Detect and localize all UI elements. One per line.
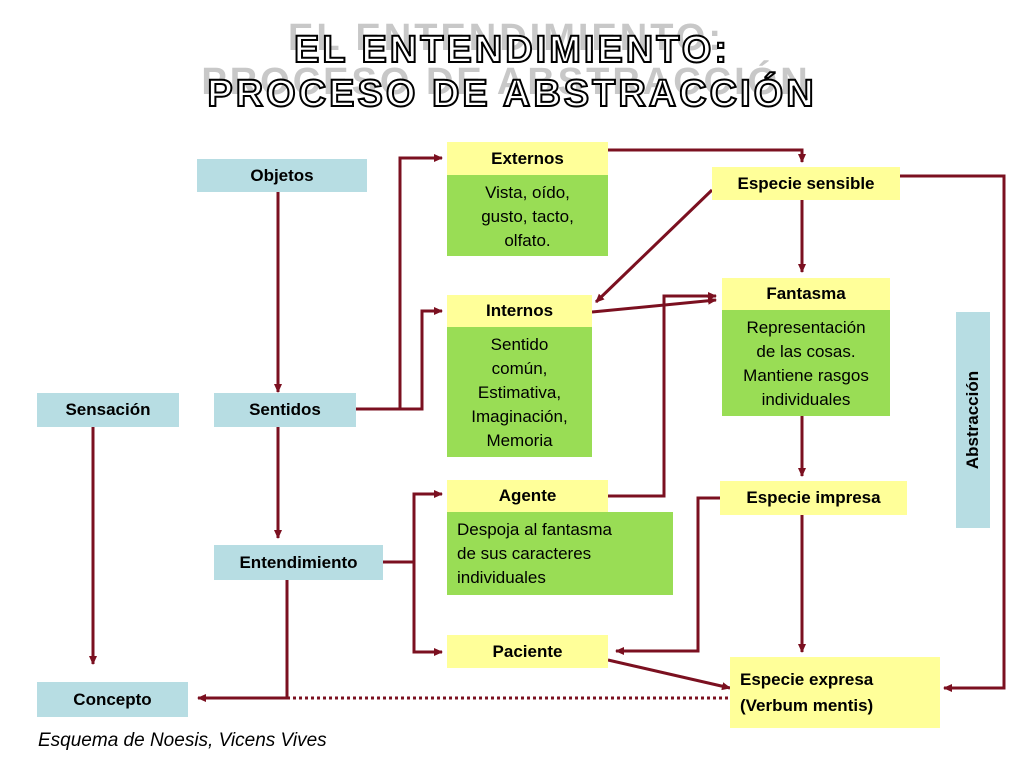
node-externos-description: Vista, oído, gusto, tacto, olfato. — [447, 175, 608, 256]
page-title: EL ENTENDIMIENTO: PROCESO DE ABSTRACCIÓN — [0, 28, 1024, 116]
node-especie-impresa-label: Especie impresa — [746, 488, 881, 507]
agente-desc-line-3: individuales — [457, 568, 546, 587]
node-sentidos-label: Sentidos — [249, 400, 321, 419]
internos-desc-line-4: Imaginación, — [471, 407, 568, 426]
fantasma-desc-line-3: Mantiene rasgos — [743, 366, 869, 385]
node-concepto: Concepto — [37, 682, 188, 717]
node-entendimiento: Entendimiento — [214, 545, 383, 580]
node-paciente-label: Paciente — [492, 641, 563, 661]
arrow-entendimiento-agente — [383, 490, 443, 564]
node-agente-label: Agente — [498, 486, 557, 505]
node-agente-description: Despoja al fantasma de sus caracteres in… — [447, 512, 673, 595]
internos-desc-line-5: Memoria — [486, 431, 553, 450]
fantasma-desc-line-2: de las cosas. — [756, 342, 856, 361]
externos-desc-line-3: olfato. — [504, 231, 551, 250]
node-externos: Externos — [447, 142, 608, 175]
internos-desc-line-1: Sentido — [490, 335, 549, 354]
node-internos-label: Internos — [485, 301, 554, 320]
node-internos: Internos — [447, 295, 592, 327]
node-abstraccion: Abstracción — [956, 312, 990, 528]
arrow-especie-impresa-paciente — [615, 496, 720, 655]
title-line-2: PROCESO DE ABSTRACCIÓN — [206, 72, 817, 116]
arrow-entendimiento-concepto — [197, 580, 289, 702]
node-objetos-label: Objetos — [250, 165, 314, 185]
source-caption: Esquema de Noesis, Vicens Vives — [38, 730, 327, 751]
node-fantasma: Fantasma — [722, 278, 890, 310]
internos-desc-line-2: común, — [491, 359, 548, 378]
internos-desc-line-3: Estimativa, — [477, 383, 562, 402]
arrow-sentidos-externos — [356, 154, 443, 411]
agente-desc-line-2: de sus caracteres — [457, 544, 592, 563]
node-internos-description: Sentido común, Estimativa, Imaginación, … — [447, 327, 592, 457]
node-entendimiento-label: Entendimiento — [239, 552, 358, 572]
fantasma-desc-line-4: individuales — [761, 390, 851, 409]
arrow-agente-fantasma — [608, 292, 717, 498]
node-especie-sensible: Especie sensible — [712, 167, 900, 200]
title-line-1: EL ENTENDIMIENTO: — [293, 28, 730, 72]
fantasma-desc-line-1: Representación — [746, 318, 866, 337]
arrow-especie-sensible-internos — [594, 188, 714, 304]
node-fantasma-label: Fantasma — [766, 284, 846, 303]
especie-expresa-line-1: Especie expresa — [740, 669, 874, 689]
node-sentidos: Sentidos — [214, 393, 356, 427]
arrow-abstraccion-loop — [900, 174, 1006, 692]
node-paciente: Paciente — [447, 635, 608, 668]
arrow-entendimiento-paciente — [383, 560, 443, 656]
node-especie-expresa: Especie expresa (Verbum mentis) — [730, 657, 940, 728]
arrow-sentidos-internos — [356, 307, 443, 411]
node-concepto-label: Concepto — [73, 689, 152, 709]
node-externos-label: Externos — [491, 148, 564, 168]
arrow-paciente-especie-expresa — [607, 658, 731, 691]
externos-desc-line-2: gusto, tacto, — [481, 207, 574, 226]
node-sensacion: Sensación — [37, 393, 179, 427]
node-abstraccion-label: Abstracción — [963, 370, 982, 470]
node-especie-impresa: Especie impresa — [720, 481, 907, 515]
agente-desc-line-1: Despoja al fantasma — [457, 520, 612, 539]
node-especie-sensible-label: Especie sensible — [737, 173, 875, 193]
node-fantasma-description: Representación de las cosas. Mantiene ra… — [722, 310, 890, 416]
node-agente: Agente — [447, 480, 608, 512]
node-sensacion-label: Sensación — [65, 400, 151, 419]
especie-expresa-line-2: (Verbum mentis) — [740, 695, 874, 715]
externos-desc-line-1: Vista, oído, — [485, 183, 570, 202]
arrow-internos-fantasma — [591, 296, 717, 314]
node-objetos: Objetos — [197, 159, 367, 192]
arrow-externos-especie-sensible — [608, 148, 806, 163]
